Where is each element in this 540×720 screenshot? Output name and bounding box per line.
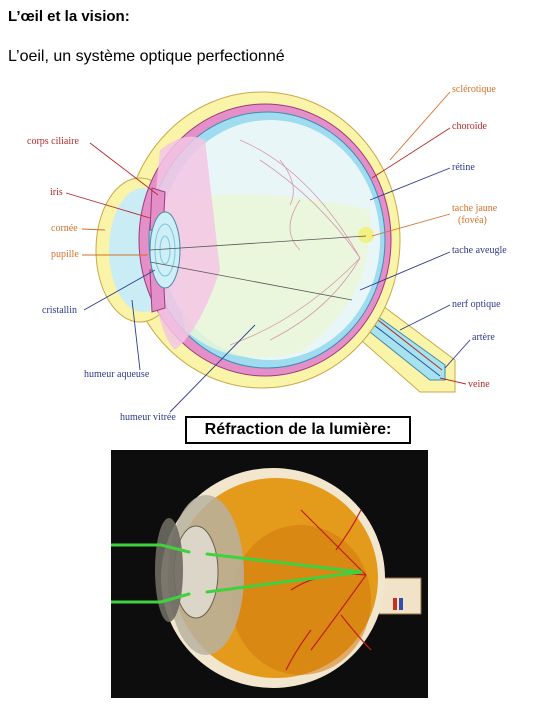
label-tache-aveugle: tache aveugle [452, 245, 507, 256]
optical-axis [149, 235, 367, 251]
leader-lines [65, 91, 471, 413]
label-retine: rétine [452, 162, 475, 173]
photo-globe-shade [231, 525, 371, 675]
label-pupille: pupille [51, 249, 79, 260]
fovea [358, 227, 374, 243]
retinal-vessels [229, 139, 361, 346]
light-rays [111, 543, 363, 604]
label-sclerotique: sclérotique [452, 84, 496, 95]
page-title: L’œil et la vision: [8, 8, 130, 25]
photo-vessels [285, 509, 372, 671]
ciliary-zone [150, 136, 220, 350]
label-iris: iris [50, 187, 63, 198]
label-humeur-vitree: humeur vitrée [120, 412, 176, 423]
label-choroide: choroïde [452, 121, 488, 132]
label-tache-jaune: tache jaune [452, 203, 498, 214]
photo-cornea [155, 518, 183, 622]
label-corps-ciliaire: corps ciliaire [27, 136, 79, 147]
label-nerf-optique: nerf optique [452, 299, 501, 310]
label-cristallin: cristallin [42, 305, 77, 316]
refraction-caption: Réfraction de la lumière: [185, 416, 411, 444]
refraction-photo [111, 450, 428, 698]
eye-anatomy-diagram: sclérotique choroïde rétine tache jaune … [27, 84, 507, 423]
label-cornee: cornée [51, 223, 78, 234]
visual-axis [149, 261, 353, 301]
label-veine: veine [468, 379, 490, 390]
label-artere: artère [472, 332, 495, 343]
page-subtitle: L’oeil, un système optique perfectionné [8, 48, 285, 65]
lens-ring-inner [159, 235, 171, 265]
label-fovea: (fovéa) [458, 215, 487, 226]
photo-nerve-blue [399, 598, 403, 610]
vitreous-lower-shade [165, 194, 371, 358]
label-humeur-aqueuse: humeur aqueuse [84, 369, 150, 380]
photo-nerve-red [393, 598, 397, 610]
